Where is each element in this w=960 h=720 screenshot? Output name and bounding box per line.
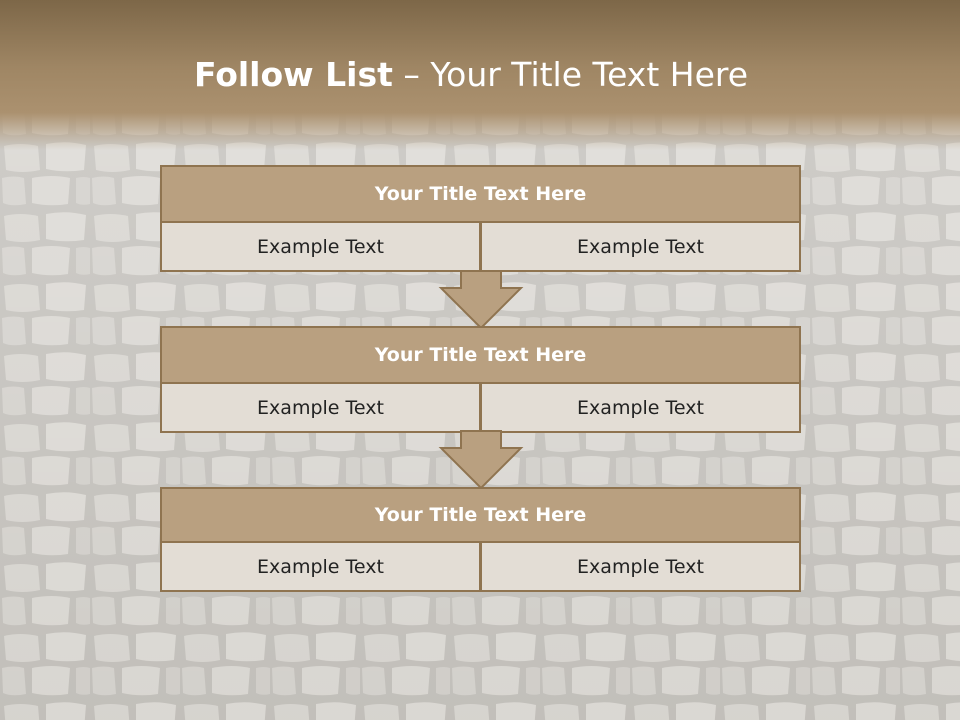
header-band [0,0,960,150]
step-cell-right: Example Text [480,221,801,272]
down-arrow-icon [438,430,524,490]
step-title: Your Title Text Here [160,165,801,223]
slide-title: Follow List – Your Title Text Here [0,52,942,98]
down-arrow-icon [438,270,524,330]
step-cell-right: Example Text [480,541,801,592]
step-cell-left: Example Text [160,541,481,592]
slide-title-bold: Follow List [193,55,393,94]
step-cell-left: Example Text [160,382,481,433]
step-cell-left: Example Text [160,221,481,272]
step-title: Your Title Text Here [160,326,801,384]
step-title: Your Title Text Here [160,487,801,543]
step-cell-right: Example Text [480,382,801,433]
slide-title-rest: – Your Title Text Here [392,55,749,94]
